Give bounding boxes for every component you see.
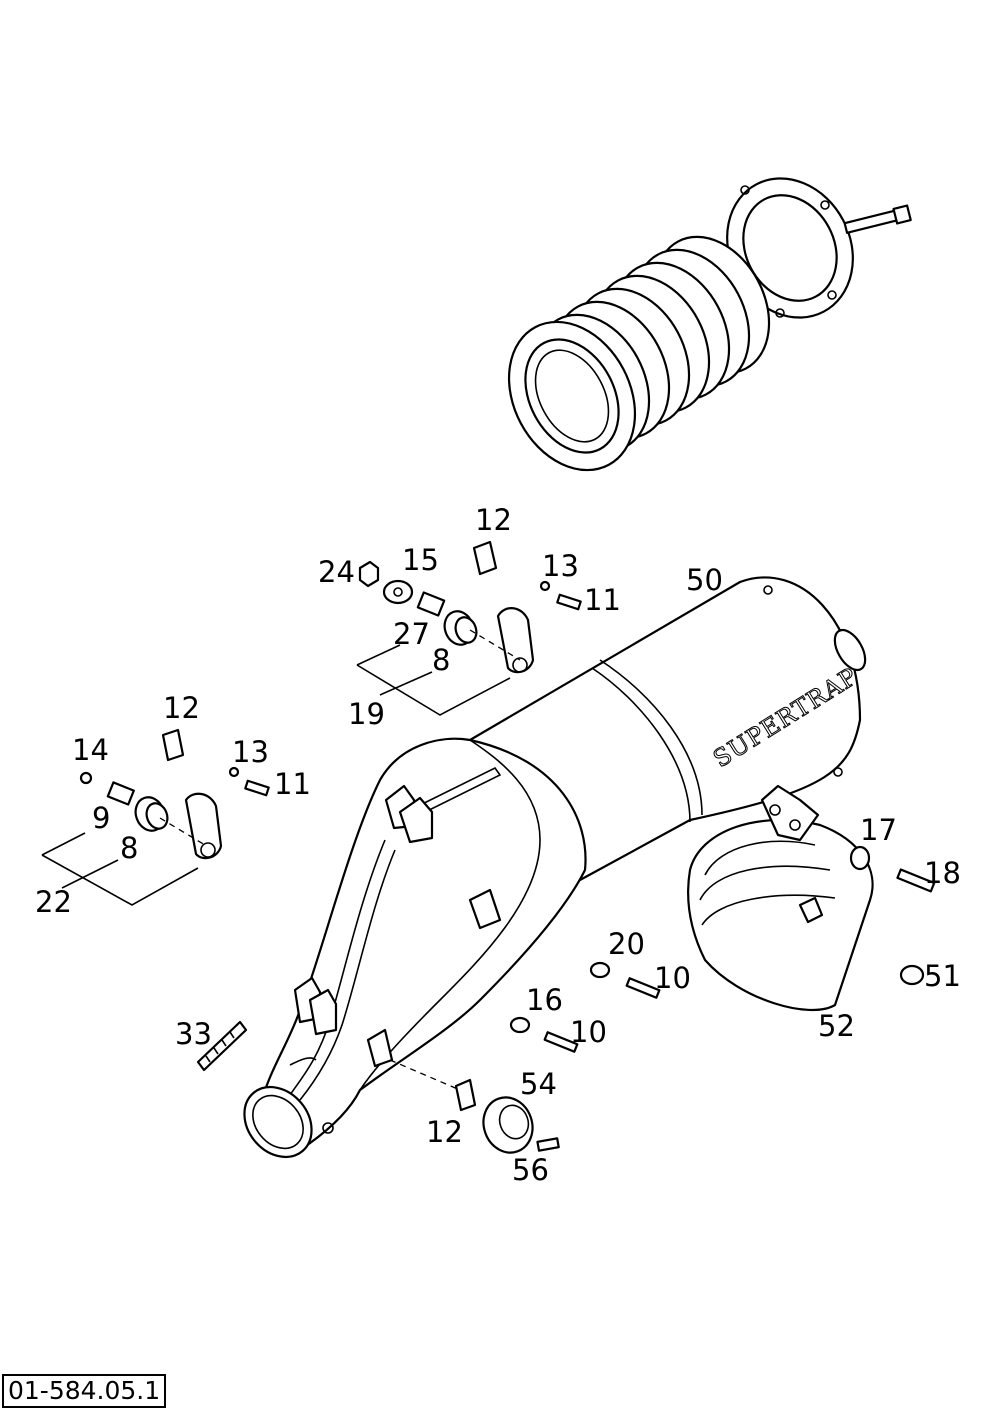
part-label: 11: [274, 767, 311, 801]
part-number-labels: 12 24 15 13 11 50 27 8 19 12 14 13 11 9 …: [35, 503, 961, 1187]
washer-15: [382, 579, 414, 605]
part-label: 56: [512, 1153, 549, 1187]
part-label: 33: [175, 1017, 212, 1051]
part-label: 8: [432, 643, 450, 677]
part-label: 17: [860, 813, 897, 847]
part-label: 24: [318, 555, 355, 589]
upper-mount-hardware: [358, 540, 582, 674]
washer-20: [589, 961, 611, 979]
spring-33: [196, 1020, 248, 1072]
part-label: 52: [818, 1009, 855, 1043]
part-label: 15: [402, 543, 439, 577]
part-label: 27: [393, 617, 430, 651]
grommet-51: [899, 964, 925, 986]
part-label: 19: [348, 697, 385, 731]
clip-nut-12-left: [161, 728, 185, 762]
washer-13-top: [539, 580, 551, 592]
washer-17: [849, 845, 871, 871]
nut-14: [79, 771, 93, 785]
part-label: 16: [526, 983, 563, 1017]
washer-13-left: [228, 766, 240, 778]
damper-54: [482, 1096, 534, 1154]
screw-56: [536, 1137, 560, 1152]
bottom-hardware: [196, 1020, 560, 1154]
muffler-assembly: SUPERTRAP: [243, 576, 867, 1159]
part-label: 20: [608, 927, 645, 961]
part-label: 50: [686, 563, 723, 597]
leader-lines: [41, 644, 511, 906]
part-label: 22: [35, 885, 72, 919]
part-label: 11: [584, 583, 621, 617]
part-label: 13: [542, 549, 579, 583]
long-bolt: [843, 204, 912, 234]
part-label: 14: [72, 733, 109, 767]
document-code: 01-584.05.1: [2, 1374, 167, 1408]
part-label: 18: [924, 856, 961, 890]
part-label: 10: [570, 1015, 607, 1049]
heat-shield-clamp: [687, 784, 874, 1012]
part-label: 12: [163, 691, 200, 725]
clip-nut-12-top: [472, 540, 498, 576]
part-label: 9: [92, 801, 110, 835]
part-label: 12: [426, 1115, 463, 1149]
right-side-hardware: [509, 845, 936, 1053]
part-label: 54: [520, 1067, 557, 1101]
clip-nut-12-bottom: [454, 1078, 477, 1112]
nut-24: [358, 560, 380, 588]
part-label: 10: [654, 961, 691, 995]
part-label: 51: [924, 959, 961, 993]
part-label: 13: [232, 735, 269, 769]
left-mount-hardware: [79, 728, 270, 860]
part-label: 8: [120, 831, 138, 865]
washer-16: [509, 1016, 531, 1034]
part-label: 12: [475, 503, 512, 537]
spring-coil-pack: [507, 235, 771, 472]
